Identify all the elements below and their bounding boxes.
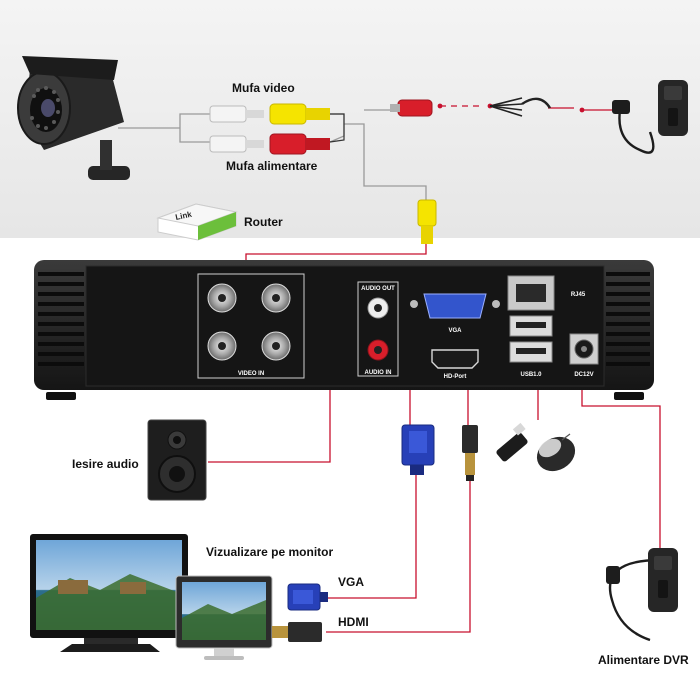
monitor-view-label: Vizualizare pe monitor [206, 545, 333, 559]
hdmi-caption: HDMI [338, 615, 369, 629]
bnc-connectors [207, 283, 291, 361]
rj45-label: RJ45 [571, 292, 586, 298]
mouse-icon [536, 433, 576, 472]
hdmi-connector-icon [462, 425, 478, 481]
hdmi-port [431, 349, 479, 369]
router-label: Router [244, 215, 283, 229]
usb-label: USB1.0 [520, 372, 542, 378]
power-splitter-icon [489, 97, 552, 117]
vga-caption: VGA [338, 575, 364, 589]
audio-out-caption: Iesire audio [72, 457, 139, 471]
router-brand: Link [175, 210, 193, 222]
cctv-camera-icon [17, 56, 130, 180]
router-icon: Link [156, 203, 238, 241]
monitor-icon [30, 534, 273, 660]
power-adapter-icon [612, 80, 688, 154]
rca-plugs [209, 99, 437, 244]
dvr-power-adapter-icon [606, 548, 678, 642]
usb-stick-icon [496, 422, 528, 462]
audio-out-label: AUDIO OUT [361, 286, 395, 292]
video-in-label: VIDEO IN [238, 371, 264, 377]
audio-panel [357, 281, 399, 377]
right-vent [606, 272, 650, 366]
power-plug-label: Mufa alimentare [226, 159, 318, 173]
vga-port-label: VGA [448, 328, 462, 334]
vga-connector-icon [401, 424, 435, 475]
left-vent [38, 272, 84, 366]
hd-port-label: HD-Port [444, 374, 467, 380]
vga-port [423, 293, 487, 319]
hdmi-plug-icon [272, 622, 322, 642]
video-in-panel [197, 273, 305, 379]
dvr-power-label: Alimentare DVR [598, 653, 689, 667]
speaker-icon [147, 419, 207, 501]
dc-label: DC12V [574, 372, 593, 378]
dvr-unit: VIDEO IN AUDIO OUT AUDIO IN VGA HD-Port … [34, 260, 654, 400]
splitter-cable [329, 113, 345, 143]
vga-plug-icon [287, 583, 328, 611]
audio-in-label: AUDIO IN [365, 370, 392, 376]
video-plug-label: Mufa video [232, 81, 295, 95]
